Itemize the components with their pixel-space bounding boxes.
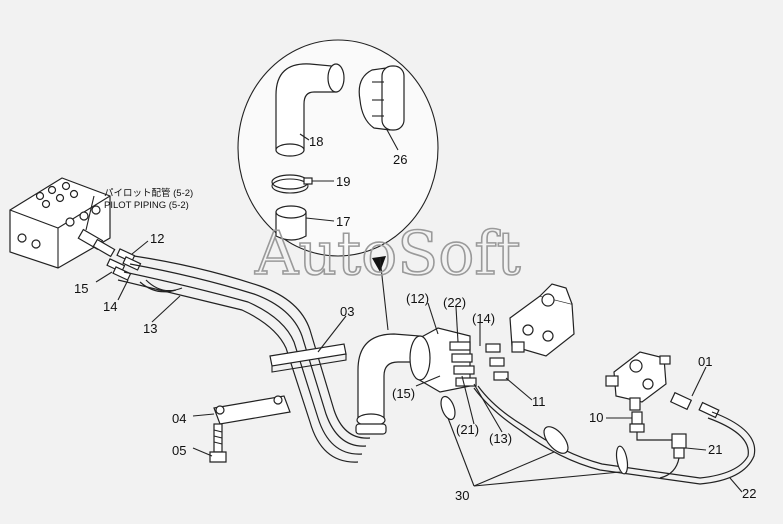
callout-22-ref: (22) (443, 295, 466, 310)
sleeve-17 (275, 205, 307, 241)
callout-22: 22 (742, 486, 756, 501)
callout-14: 14 (103, 299, 117, 314)
callout-13: 13 (143, 321, 157, 336)
pilot-valve-block (9, 177, 116, 269)
callout-15-ref: (15) (392, 386, 415, 401)
callout-12-ref: (12) (406, 291, 429, 306)
watermark-text: AutoSoft (254, 219, 521, 289)
hose-fittings-left (106, 248, 142, 281)
callout-03: 03 (340, 304, 354, 319)
callout-30: 30 (455, 488, 469, 503)
pilot-valve-lower (605, 351, 671, 411)
hose-guards-30 (440, 395, 629, 475)
callout-10: 10 (589, 410, 603, 425)
callout-12: 12 (150, 231, 164, 246)
fitting-21 (659, 433, 687, 479)
callout-21: 21 (708, 442, 722, 457)
callout-11: 11 (532, 394, 546, 409)
clamp-19 (271, 174, 313, 194)
bracket-03 (269, 343, 347, 373)
fittings-cluster (449, 341, 509, 387)
pilot-valve-upper (509, 283, 575, 357)
bolt-05 (209, 423, 227, 463)
plate-04 (213, 395, 291, 425)
cap-26 (358, 65, 405, 131)
callout-18: 18 (309, 134, 323, 149)
leader-lines (85, 127, 743, 493)
callout-21-ref: (21) (456, 422, 479, 437)
reference-note-jp: パイロット配管 (5-2) (104, 187, 193, 199)
callout-04: 04 (172, 411, 186, 426)
center-elbow-assembly (355, 327, 471, 435)
callout-14-ref: (14) (472, 311, 495, 326)
callout-26: 26 (393, 152, 407, 167)
callout-13-ref: (13) (489, 431, 512, 446)
hose-bundle (117, 255, 371, 463)
fitting-10 (629, 411, 677, 441)
callout-19: 19 (336, 174, 350, 189)
callout-01: 01 (698, 354, 712, 369)
callout-15: 15 (74, 281, 88, 296)
hose-22 (473, 385, 756, 485)
fitting-01 (669, 391, 720, 419)
elbow-hose-18 (275, 63, 345, 157)
callout-17: 17 (336, 214, 350, 229)
callout-05: 05 (172, 443, 186, 458)
reference-note-en: PILOT PIPING (5-2) (104, 200, 189, 211)
